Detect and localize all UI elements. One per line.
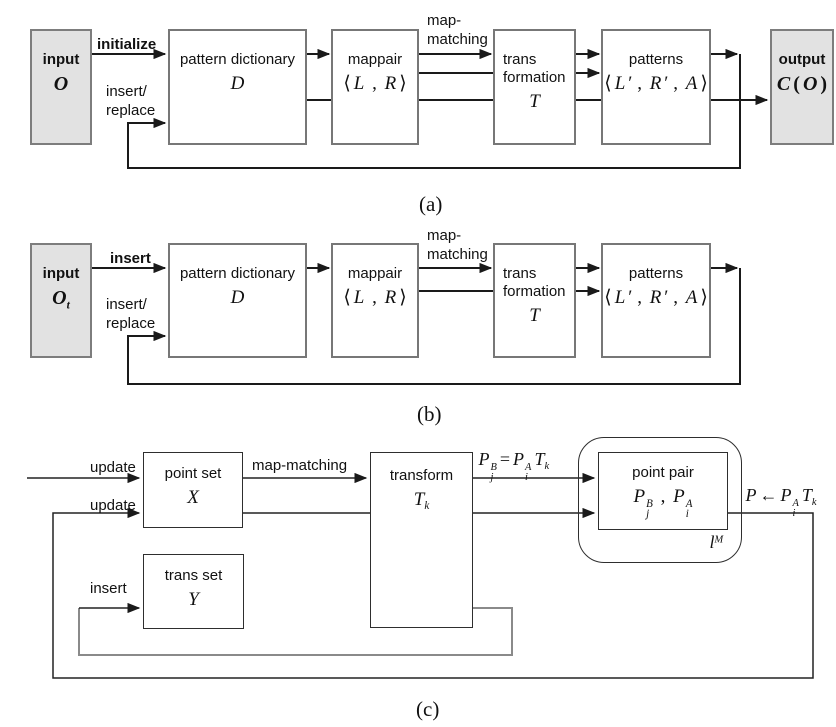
b-transformation-box: trans formation T (493, 243, 576, 358)
b-pattern-dictionary-symbol: D (230, 287, 245, 308)
a-insert-replace-label: insert/ replace (106, 83, 156, 119)
b-mappair-symbol: ⟨L , R⟩ (343, 287, 407, 308)
c-map-matching-label: map-matching (252, 457, 348, 474)
a-patterns-symbol: ⟨L′ , R′ , A⟩ (604, 73, 708, 94)
c-transform-label: transform (389, 467, 454, 484)
a-input-label: input (42, 51, 80, 68)
c-match-region (578, 437, 742, 563)
a-initialize-label: initialize (97, 36, 157, 53)
b-insert-label: insert (110, 250, 151, 267)
b-input-box: input Ot (30, 243, 92, 358)
a-transformation-symbol: T (529, 91, 540, 112)
a-transformation-label: trans formation (503, 51, 566, 86)
caption-a: (a) (419, 192, 443, 216)
b-transformation-label: trans formation (503, 265, 566, 300)
c-transform-symbol: Tk (413, 489, 430, 513)
a-input-box: input O (30, 29, 92, 145)
c-trans-set-label: trans set (164, 567, 223, 584)
c-point-pair-label: point pair (632, 464, 694, 481)
a-input-symbol: O (53, 73, 69, 95)
a-patterns-box: patterns ⟨L′ , R′ , A⟩ (601, 29, 711, 145)
a-mappair-label: mappair (347, 51, 403, 68)
b-feedback-loop (127, 268, 741, 385)
c-match-list-label: lM (709, 532, 724, 552)
a-output-symbol: C(O) (776, 73, 828, 95)
b-patterns-label: patterns (628, 265, 684, 282)
b-mappair-box: mappair ⟨L , R⟩ (331, 243, 419, 358)
c-point-set-symbol: X (187, 487, 199, 508)
b-pattern-dictionary-label: pattern dictionary (179, 265, 296, 282)
a-map-matching-label: map- matching (427, 12, 488, 48)
c-trans-set-box: trans set Y (143, 554, 244, 629)
a-patterns-label: patterns (628, 51, 684, 68)
c-point-set-label: point set (164, 465, 222, 482)
a-pattern-dictionary-label: pattern dictionary (179, 51, 296, 68)
a-mappair-box: mappair ⟨L , R⟩ (331, 29, 419, 145)
c-update-bottom-label: update (90, 497, 136, 514)
b-pattern-dictionary-box: pattern dictionary D (168, 243, 307, 358)
caption-b: (b) (417, 402, 442, 426)
c-update-top-label: update (90, 459, 136, 476)
c-transform-box: transform Tk (370, 452, 473, 628)
a-feedback-loop (127, 54, 741, 169)
b-patterns-symbol: ⟨L′ , R′ , A⟩ (604, 287, 708, 308)
c-point-set-box: point set X (143, 452, 243, 528)
b-input-label: input (42, 265, 80, 282)
a-output-box: output C(O) (770, 29, 834, 145)
a-output-label: output (778, 51, 826, 68)
b-map-matching-label: map- matching (427, 227, 488, 263)
b-mappair-label: mappair (347, 265, 403, 282)
a-pattern-dictionary-symbol: D (230, 73, 245, 94)
c-trans-set-symbol: Y (188, 589, 199, 610)
a-pattern-dictionary-box: pattern dictionary D (168, 29, 307, 145)
caption-c: (c) (416, 697, 440, 721)
b-patterns-box: patterns ⟨L′ , R′ , A⟩ (601, 243, 711, 358)
c-insert-return-loop (78, 607, 513, 656)
a-mappair-symbol: ⟨L , R⟩ (343, 73, 407, 94)
b-insert-replace-label: insert/ replace (106, 296, 156, 332)
c-insert-label: insert (90, 580, 127, 597)
b-transformation-symbol: T (529, 305, 540, 326)
a-transformation-box: trans formation T (493, 29, 576, 145)
c-big-feedback-loop (52, 507, 814, 679)
b-input-symbol: Ot (52, 287, 70, 312)
